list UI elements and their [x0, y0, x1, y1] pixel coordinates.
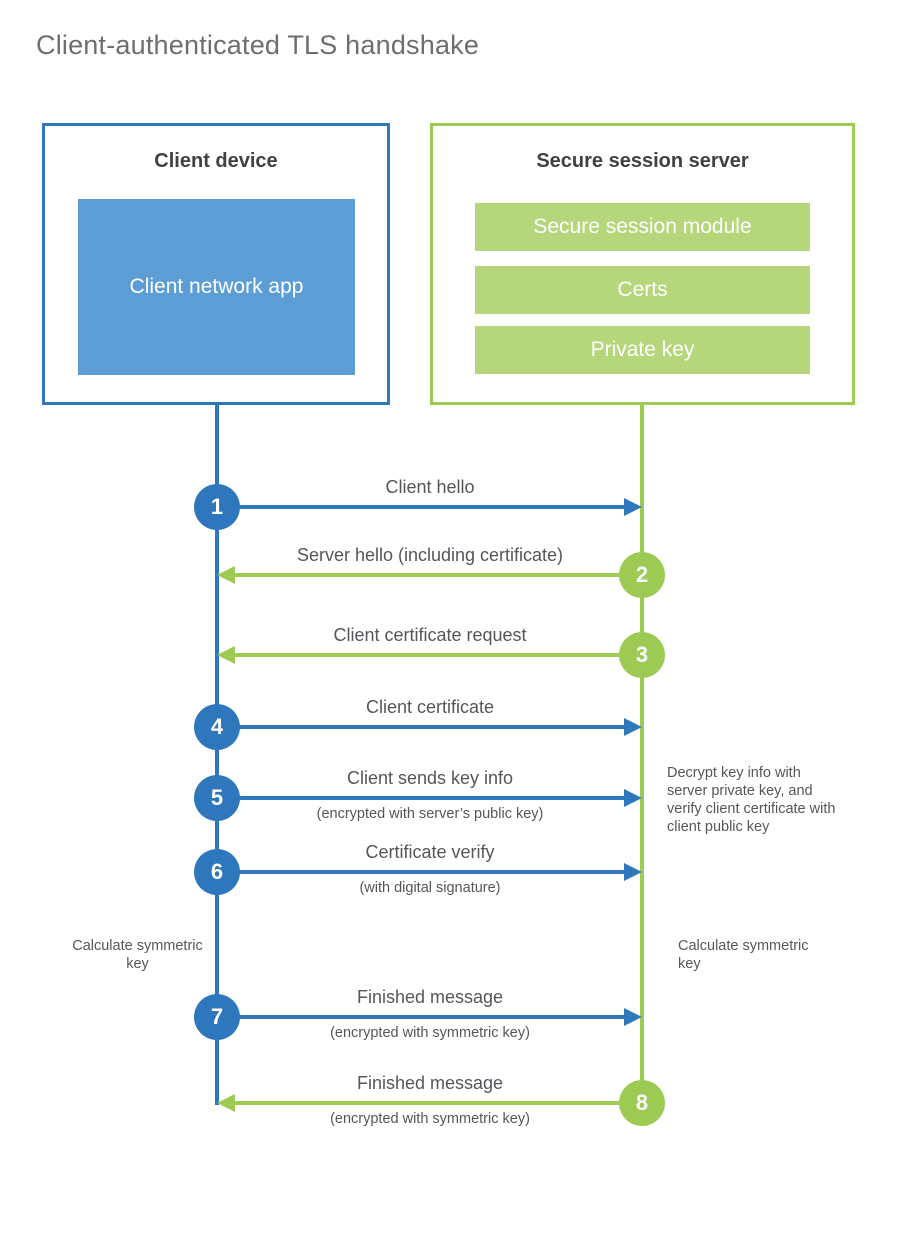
server-calc-note: Calculate symmetric key: [678, 938, 809, 973]
server-box: Secure session server Secure session mod…: [430, 123, 855, 405]
client-calc-note: Calculate symmetric key: [72, 938, 203, 973]
step-circle: 6: [194, 849, 240, 895]
message-sublabel: (encrypted with symmetric key): [330, 1025, 530, 1041]
server-module-bar: Secure session module: [475, 203, 810, 251]
message-label: Client sends key info: [346, 768, 514, 788]
server-module-bar: Certs: [475, 266, 810, 314]
step-circle: 3: [619, 632, 665, 678]
client-lifeline: [215, 405, 219, 1105]
message-label: Finished message: [356, 1073, 504, 1093]
message-arrow-right: [218, 1008, 642, 1026]
message-label: Finished message: [356, 987, 504, 1007]
client-device-box: Client device Client network app: [42, 123, 390, 405]
server-lifeline: [640, 405, 644, 1126]
message-arrow-right: [218, 789, 642, 807]
message-sublabel: (encrypted with symmetric key): [330, 1111, 530, 1127]
message-label: Certificate verify: [365, 842, 495, 862]
message-arrow-right: [218, 718, 642, 736]
message-arrow-left: [217, 646, 642, 664]
client-device-title: Client device: [154, 150, 278, 172]
server-module-label: Secure session module: [533, 215, 752, 238]
client-network-app-label: Client network app: [129, 275, 304, 299]
message-sublabel: (encrypted with server’s public key): [316, 806, 544, 822]
step-circle: 7: [194, 994, 240, 1040]
message-label: Client certificate request: [333, 625, 527, 645]
step-circle: 1: [194, 484, 240, 530]
message-arrow-left: [217, 1094, 642, 1112]
message-sublabel: (with digital signature): [359, 880, 501, 896]
step-circle: 8: [619, 1080, 665, 1126]
message-label: Server hello (including certificate): [296, 545, 564, 565]
server-note: Decrypt key info with server private key…: [667, 765, 836, 836]
step-circle: 2: [619, 552, 665, 598]
server-module-label: Certs: [617, 278, 668, 301]
message-label: Client certificate: [365, 697, 495, 717]
client-network-app-rect: Client network app: [78, 199, 355, 375]
message-label: Client hello: [385, 477, 475, 497]
server-module-label: Private key: [590, 338, 695, 361]
diagram-title: Client-authenticated TLS handshake: [36, 30, 480, 60]
message-arrow-right: [218, 498, 642, 516]
server-module-bar: Private key: [475, 326, 810, 374]
message-arrow-right: [218, 863, 642, 881]
step-circle: 4: [194, 704, 240, 750]
step-circle: 5: [194, 775, 240, 821]
message-arrow-left: [217, 566, 642, 584]
server-title: Secure session server: [536, 150, 749, 172]
